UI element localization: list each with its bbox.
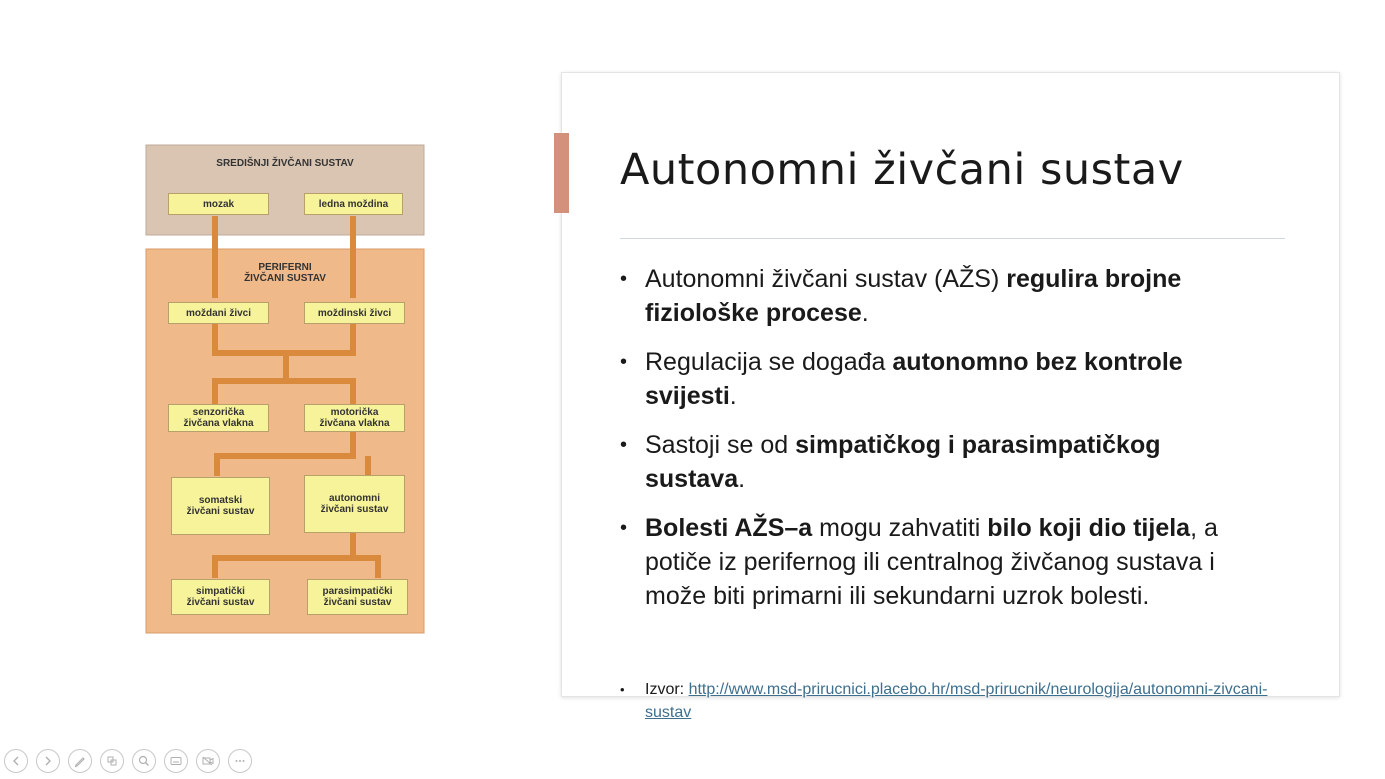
next-slide-button[interactable] [36,749,60,773]
bullet-text-bold: bilo koji dio tijela [987,514,1191,542]
title-divider [620,238,1285,239]
source-link[interactable]: http://www.msd-prirucnici.placebo.hr/msd… [645,681,1268,721]
camera-off-icon [202,756,214,766]
bullet-text-bold: simpatičkog i parasimpatičkog sustava [645,431,1161,493]
camera-button[interactable] [196,749,220,773]
bullet-dot: • [620,268,628,290]
bullet-text: Autonomni živčani sustav (AŽS) [645,265,1007,293]
bullet-text-bold: regulira brojne fiziološke procese [645,265,1182,327]
presenter-toolbar [4,749,252,775]
central-nervous-system-label: SREDIŠNJI ŽIVČANI SUSTAV [216,158,354,169]
bullet-item: • Sastoji se od simpatičkog i parasimpati… [620,428,1260,496]
see-all-slides-button[interactable] [100,749,124,773]
bullet-text: Sastoji se od [645,431,796,459]
subtitles-button[interactable] [164,749,188,773]
bullet-dot: • [620,434,628,456]
arrow-left-icon [13,756,19,766]
pen-icon [74,757,85,768]
bullet-item: • Autonomni živčani sustav (AŽS) regulira… [620,262,1260,330]
bullet-text: . [738,465,746,493]
box-mozdinski-zivci: moždinski živci [304,302,405,324]
bullet-text: . [861,299,869,327]
box-mozak: mozak [168,193,269,215]
box-somatski-sustav: somatski živčani sustav [171,477,270,535]
title-accent-bar [554,133,569,213]
more-options-button[interactable] [228,749,252,773]
previous-slide-button[interactable] [4,749,28,773]
more-icon [235,760,245,762]
magnifier-icon [138,755,149,766]
bullet-dot: • [620,351,628,373]
slides-icon [107,756,117,766]
bullet-text: Regulacija se događa [645,348,893,376]
box-motoricka-vlakna: motorička živčana vlakna [304,404,405,432]
bullet-list: • Autonomni živčani sustav (AŽS) regulira… [620,262,1260,628]
source-citation: • Izvor: http://www.msd-prirucnici.place… [620,678,1280,724]
box-autonomni-sustav: autonomni živčani sustav [304,475,405,533]
bullet-text-bold: autonomno bez kontrole svijesti [645,348,1183,410]
bullet-text-bold: Bolesti AŽS–a [645,514,813,542]
bullet-dot: • [620,517,628,539]
nervous-system-diagram: SREDIŠNJI ŽIVČANI SUSTAV PERIFERNI ŽIVČA… [138,138,434,640]
bullet-dot: • [620,682,625,697]
box-simpaticki-sustav: simpatički živčani sustav [171,579,270,615]
arrow-right-icon [45,756,51,766]
bullet-text: , a potiče iz perifernog ili centralnog … [645,514,1218,610]
zoom-button[interactable] [132,749,156,773]
peripheral-nervous-system-label: PERIFERNI ŽIVČANI SUSTAV [244,262,326,284]
source-label: Izvor: [645,681,689,698]
box-parasimpaticki-sustav: parasimpatički živčani sustav [307,579,408,615]
bullet-item: • Bolesti AŽS–a mogu zahvatiti bilo koji … [620,511,1260,613]
central-region [145,144,425,236]
diagram-connectors [212,216,381,578]
box-mozdani-zivci: moždani živci [168,302,269,324]
slide-title: Autonomni živčani sustav [620,145,1184,195]
box-senzoricka-vlakna: senzorička živčana vlakna [168,404,269,432]
bullet-item: • Regulacija se događa autonomno bez kont… [620,345,1260,413]
box-ledna-mozdina: ledna moždina [304,193,403,215]
bullet-text: . [729,382,737,410]
pen-tool-button[interactable] [68,749,92,773]
subtitles-icon [170,757,182,765]
bullet-text: mogu zahvatiti [812,514,988,542]
slide-panel [561,72,1340,697]
